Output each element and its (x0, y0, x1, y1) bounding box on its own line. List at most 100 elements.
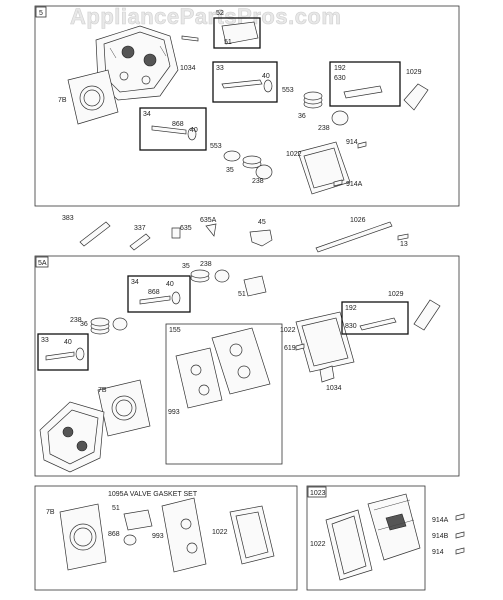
watermark-text: AppliancePartsPros.com (70, 4, 341, 29)
screw-icon (397, 233, 409, 241)
valve-head-icon (263, 79, 273, 93)
part-label: 337 (134, 225, 146, 232)
part-box-33 (37, 333, 89, 371)
bracket-icon (221, 21, 259, 45)
part-label: 238 (200, 261, 212, 268)
part-label: 35 (226, 167, 234, 174)
part-label: 33 (216, 65, 224, 72)
part-label: 1034 (326, 385, 342, 392)
screw-icon (295, 343, 305, 351)
part-label: 238 (318, 125, 330, 132)
part-label: 1022 (280, 327, 296, 334)
part-label: 52 (216, 10, 224, 17)
section-1023-frame (306, 485, 426, 591)
bracket-icon (243, 275, 267, 297)
part-label: 1022 (310, 541, 326, 548)
bolt-icon (319, 365, 335, 383)
section-1095a: 1095A VALVE GASKET SET 7B 51 868 993 102… (34, 485, 298, 591)
valve-icon (139, 295, 171, 305)
part-label: 51 (224, 39, 232, 46)
part-label: 40 (64, 339, 72, 346)
cylinder-head-icon (39, 401, 105, 473)
loose-parts-row: 383 337 635 635A 45 1026 13 (62, 215, 409, 253)
head-gasket-icon (97, 379, 151, 437)
push-rod-icon (315, 221, 393, 253)
screw-icon (455, 531, 465, 539)
part-label: 45 (258, 219, 266, 226)
screw-icon (455, 513, 465, 521)
section-5: 5 (34, 5, 460, 207)
breather-tube-icon (79, 221, 111, 247)
part-label: 51 (112, 505, 120, 512)
head-gasket-icon (67, 69, 119, 125)
valve-head-icon (187, 127, 197, 141)
part-label: 993 (168, 409, 180, 416)
part-label: 868 (108, 531, 120, 538)
screw-icon (455, 547, 465, 555)
part-label: 914 (346, 139, 358, 146)
rocker-stud-icon (359, 317, 397, 331)
valve-cap-icon (214, 269, 230, 283)
section-5a: 5A (34, 255, 460, 477)
part-label: 630 (334, 75, 346, 82)
valve-cover-fitting-icon (249, 229, 273, 247)
rocker-cover-gasket-inner (331, 515, 367, 575)
part-label: 868 (172, 121, 184, 128)
section-5-tag: 5 (39, 10, 43, 17)
valve-spring-icon (242, 155, 262, 169)
part-box-192 (341, 301, 409, 335)
part-label: 1029 (406, 69, 422, 76)
part-box-192 (329, 61, 401, 107)
valve-cap-icon (255, 164, 273, 180)
part-label: 40 (190, 127, 198, 134)
rocker-arm-icon (413, 299, 441, 331)
bracket-icon (123, 509, 153, 531)
valve-head-icon (171, 291, 181, 305)
part-box-34 (127, 275, 191, 313)
part-label: 7B (98, 387, 107, 394)
valve-spring-icon (90, 317, 110, 335)
valve-head-icon (75, 347, 85, 361)
part-label: 13 (400, 241, 408, 248)
part-label: 635 (180, 225, 192, 232)
part-label: 619 (284, 345, 296, 352)
clip-icon (205, 223, 217, 237)
valve-cap-icon (112, 317, 128, 331)
section-5a-tag-box (35, 256, 49, 268)
section-5-frame (34, 5, 460, 207)
part-label: 1022 (286, 151, 302, 158)
part-box-34 (139, 107, 207, 151)
rocker-arm-icon (403, 83, 429, 111)
part-label: 1034 (180, 65, 196, 72)
part-label: 35 (182, 263, 190, 270)
part-label: 36 (80, 321, 88, 328)
part-label: 1026 (350, 217, 366, 224)
spark-plug-icon (129, 233, 151, 251)
intake-gasket-icon (161, 497, 207, 573)
part-label: 914A (346, 181, 363, 188)
part-label: 155 (169, 327, 181, 334)
part-label: 33 (41, 337, 49, 344)
washer-icon (123, 534, 137, 546)
section-1023-tag: 1023 (310, 490, 326, 497)
intake-gasket-icon (175, 347, 223, 409)
part-label: 40 (166, 281, 174, 288)
exhaust-gasket-icon (211, 327, 271, 395)
part-label: 7B (46, 509, 55, 516)
part-label: 192 (334, 65, 346, 72)
rocker-cover-icon (367, 493, 421, 561)
part-label: 383 (62, 215, 74, 222)
section-5a-frame (34, 255, 460, 477)
part-label: 238 (70, 317, 82, 324)
part-label: 34 (131, 279, 139, 286)
part-label: 993 (152, 533, 164, 540)
rocker-stud-icon (343, 85, 383, 99)
part-label: 635A (200, 217, 217, 224)
section-5a-tag: 5A (38, 260, 47, 267)
rocker-cover-gasket-inner (301, 317, 349, 367)
section-1095a-frame (34, 485, 298, 591)
part-label: 36 (298, 113, 306, 120)
part-label: 914A (432, 517, 449, 524)
valve-spring-icon (303, 91, 323, 109)
